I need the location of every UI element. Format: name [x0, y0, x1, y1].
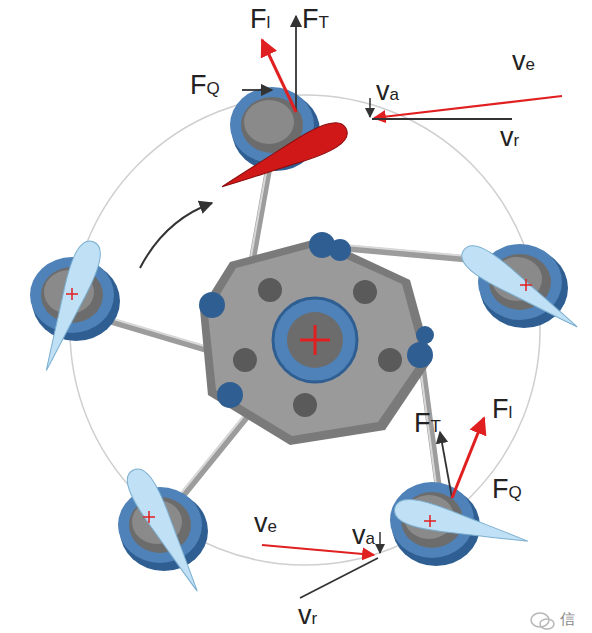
vector-label: ve — [512, 48, 535, 75]
watermark: 信 — [560, 612, 575, 627]
vector-label: Fl — [250, 6, 270, 33]
vector-label: FQ — [492, 476, 522, 503]
vector-label: va — [352, 522, 375, 549]
vector-label: FT — [302, 6, 329, 33]
vector-label: vr — [298, 602, 317, 629]
vector-label: Fl — [492, 396, 512, 423]
vector-label: vr — [500, 124, 519, 151]
vector-label: ve — [254, 510, 277, 537]
vector-label: FQ — [190, 72, 220, 99]
vector-label: va — [376, 78, 399, 105]
vector-label: FT — [414, 410, 441, 437]
